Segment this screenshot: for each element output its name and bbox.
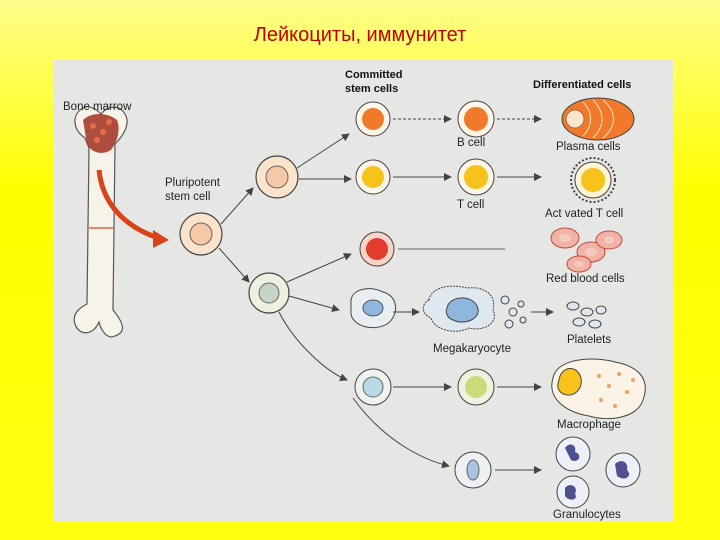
arrow-icon xyxy=(286,253,352,283)
pluripotent-stem-cell xyxy=(179,212,223,256)
macrophage-label: Macrophage xyxy=(557,419,621,431)
arrow-icon xyxy=(218,247,250,283)
arrow-icon xyxy=(352,397,450,469)
pluripotent-label-line2: stem cell xyxy=(165,191,210,203)
t-cell-label: T cell xyxy=(457,199,484,211)
macrophage xyxy=(551,358,646,420)
arrow-icon xyxy=(220,187,254,225)
bone-marrow-label: Bone marrow xyxy=(63,101,132,113)
red-blood-cells-label: Red blood cells xyxy=(546,273,625,285)
t-cell-precursor xyxy=(355,159,391,195)
hematopoiesis-diagram: Committed stem cells Differentiated cell… xyxy=(53,60,673,522)
myeloid-stem-cell xyxy=(248,272,290,314)
committed-header-line2: stem cells xyxy=(345,83,398,95)
diagram-canvas: Committed stem cells Differentiated cell… xyxy=(63,69,646,521)
granulocyte-precursor xyxy=(454,451,492,489)
monocyte xyxy=(457,368,495,406)
b-cell xyxy=(457,100,495,138)
arrow-icon xyxy=(278,311,348,381)
platelets xyxy=(566,301,607,329)
granulocytes-label: Granulocytes xyxy=(553,509,621,521)
bone-to-stem-arrow xyxy=(96,169,160,241)
bone-illustration xyxy=(73,106,128,338)
megakaryocyte-precursor xyxy=(350,288,396,329)
granulocytes xyxy=(555,436,641,509)
plasma-cells-label: Plasma cells xyxy=(556,141,621,153)
committed-header-line1: Committed xyxy=(345,69,402,81)
arrow-icon xyxy=(296,133,350,169)
platelets-label: Platelets xyxy=(567,334,611,346)
lymphoid-stem-cell xyxy=(255,155,299,199)
arrow-head-icon xyxy=(153,230,169,248)
b-cell-label: B cell xyxy=(457,137,485,149)
megakaryocyte-label: Megakaryocyte xyxy=(433,343,511,355)
pluripotent-label-line1: Pluripotent xyxy=(165,177,221,189)
monocyte-precursor xyxy=(354,368,392,406)
t-cell xyxy=(457,158,495,196)
arrow-icon xyxy=(288,295,340,312)
activated-t-cell xyxy=(570,157,616,203)
differentiated-header: Differentiated cells xyxy=(533,79,631,91)
plasma-cell xyxy=(561,97,635,141)
erythroid-precursor xyxy=(359,231,395,267)
red-blood-cells xyxy=(550,227,623,273)
activated-t-cell-label: Act vated T cell xyxy=(545,208,623,220)
megakaryocyte xyxy=(422,285,527,332)
slide-title: Лейкоциты, иммунитет xyxy=(253,24,467,46)
b-cell-precursor xyxy=(355,101,391,137)
